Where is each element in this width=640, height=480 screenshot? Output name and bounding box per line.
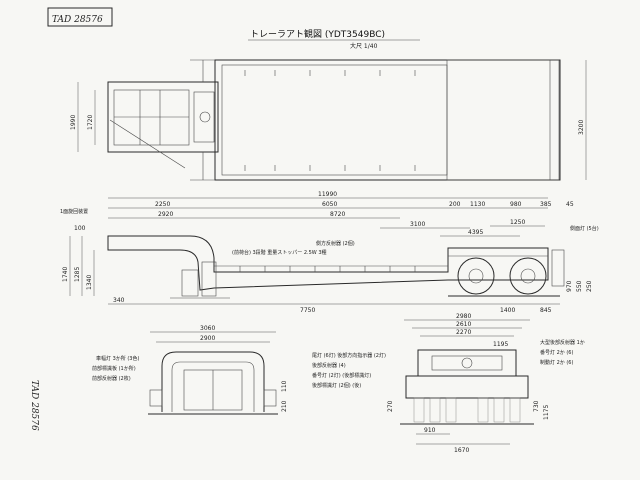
label-front-2: 前部標識板 (1か所) — [92, 365, 136, 372]
label-king-pin: 1面旋回装置 — [60, 208, 88, 215]
dim-1400: 1400 — [500, 307, 515, 314]
label-rear-r1: 大型後部反射器 1か — [540, 339, 585, 346]
stamp-box: TAD 28576 — [47, 7, 113, 27]
front-view: 3060 2900 210 110 車幅灯 3か所 (3色) 前部標識板 (1か… — [92, 325, 288, 415]
label-rear-c2: 後部反射器 (4) — [312, 362, 346, 369]
dim-1175: 1175 — [543, 405, 550, 420]
dim-550: 550 — [576, 280, 583, 292]
dim-385: 385 — [540, 201, 552, 208]
dim-3060: 3060 — [200, 325, 215, 332]
label-lamp-front: 側面灯 (5台) — [570, 225, 599, 232]
side-stamp: TAD 28576 — [29, 380, 39, 431]
dim-45: 45 — [566, 201, 574, 208]
drawing-title: トレーラアト観図 (YDT3549BC) — [250, 28, 385, 40]
dim-1670: 1670 — [454, 447, 469, 454]
dim-210: 210 — [281, 400, 288, 412]
dim-1130: 1130 — [470, 201, 485, 208]
label-rear-c4: 後部標識灯 (2個) (後) — [312, 382, 361, 389]
dim-3100: 3100 — [410, 221, 425, 228]
label-rear-r2: 番号灯 2か (6) — [540, 349, 573, 356]
dim-1720: 1720 — [87, 115, 94, 130]
dim-2610: 2610 — [456, 321, 471, 328]
rear-view: 2980 2610 2270 1195 910 1670 270 1175 73… — [312, 313, 585, 454]
label-rear-c3: 番号灯 (2灯) (後部標識灯) — [312, 372, 371, 379]
dim-3200: 3200 — [578, 120, 585, 135]
label-hitch: (前荷台) 3段階 重量ストッパー 2.5W 3種 — [232, 249, 327, 256]
dim-1195: 1195 — [493, 341, 508, 348]
dim-6050: 6050 — [322, 201, 337, 208]
dim-2980: 2980 — [456, 313, 471, 320]
dim-1990: 1990 — [70, 115, 77, 130]
stamp-text: TAD 28576 — [52, 15, 103, 25]
dim-110: 110 — [281, 380, 288, 392]
dim-100: 100 — [74, 225, 86, 232]
dim-4395: 4395 — [468, 229, 483, 236]
dim-2250: 2250 — [155, 201, 170, 208]
dim-2920: 2920 — [158, 211, 173, 218]
dim-7750: 7750 — [300, 307, 315, 314]
label-front-1: 車幅灯 3か所 (3色) — [96, 355, 139, 362]
drawing-scale: 大尺 1/40 — [350, 42, 378, 50]
dim-845: 845 — [540, 307, 552, 314]
label-front-3: 前部反射器 (2枚) — [92, 375, 131, 382]
dim-1740: 1740 — [62, 267, 69, 282]
side-view: 11990 2250 6050 200 1130 980 385 45 2920… — [60, 191, 599, 314]
dim-340: 340 — [113, 297, 125, 304]
dim-rear-270: 270 — [387, 400, 394, 412]
dim-730: 730 — [533, 400, 540, 412]
dim-8720: 8720 — [330, 211, 345, 218]
dim-11990: 11990 — [318, 191, 337, 198]
top-view: 1990 1720 3200 — [70, 59, 587, 181]
dim-2270: 2270 — [456, 329, 471, 336]
dim-1250: 1250 — [510, 219, 525, 226]
dim-250: 250 — [586, 280, 593, 292]
label-reflector: 側方反射器 (2個) — [316, 240, 355, 247]
dim-1340: 1340 — [86, 275, 93, 290]
dim-910: 910 — [424, 427, 436, 434]
dim-200: 200 — [449, 201, 461, 208]
label-rear-r3: 制動灯 2か (6) — [540, 359, 573, 366]
label-rear-c1: 尾灯 (6灯) 後部方向指示器 (2灯) — [312, 352, 386, 359]
dim-970: 970 — [566, 280, 573, 292]
dim-1285: 1285 — [74, 267, 81, 282]
dim-2900: 2900 — [200, 335, 215, 342]
dim-980: 980 — [510, 201, 522, 208]
